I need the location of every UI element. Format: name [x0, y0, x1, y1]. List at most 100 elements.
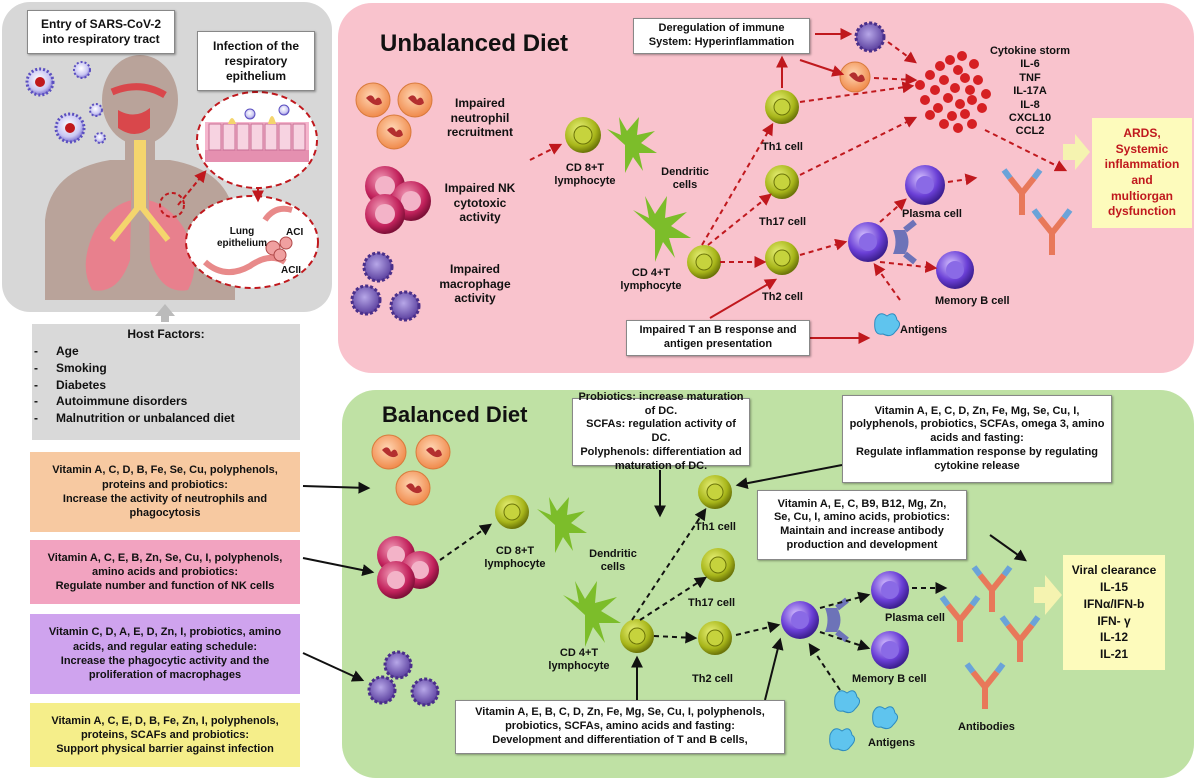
impaired-tb-line-2: antigen presentation	[663, 338, 773, 350]
virus-icons	[25, 61, 106, 144]
viral-il15: IL-15	[1099, 579, 1128, 594]
balanced-arrows	[302, 464, 1027, 701]
antigens-label-unbalanced: Antigens	[900, 324, 948, 336]
host-factor-item: -Malnutrition or unbalanced diet	[34, 411, 235, 426]
nk-line-2: cytotoxic	[453, 195, 507, 210]
host-factor-autoimmune: Autoimmune disorders	[56, 394, 188, 409]
probiotics-box: Probiotics: increase maturation of DC. S…	[572, 391, 750, 472]
dendritic-label-unbalanced: Dendritic cells	[650, 166, 720, 193]
vitamin-inflam-line-5: cytokine release	[934, 459, 1020, 472]
memory-b-cell-label-unbalanced: Memory B cell	[935, 295, 1010, 307]
th2-label-balanced: Th2 cell	[692, 673, 733, 685]
macrophage-cells-icon	[350, 251, 421, 322]
cytokine-cxcl10: CXCL10	[1008, 112, 1052, 125]
cd4-t-cell-icon-balanced	[620, 619, 654, 653]
dendritic-balanced-line-2: cells	[600, 561, 626, 574]
neutrophil-line-1: Impaired	[454, 96, 505, 110]
ards-line-4: and	[1131, 173, 1153, 187]
memory-b-cell-icon-unbalanced	[936, 251, 974, 289]
probiotics-line-1: Probiotics: increase maturation of DC.	[578, 390, 744, 417]
vitamin-inflam-line-3: acids and fasting:	[930, 432, 1024, 445]
cd4-t-cell-icon	[687, 245, 721, 279]
cd4-label-balanced: CD 4+T lymphocyte	[534, 647, 624, 674]
side-box-3-line-3: Increase the phagocytic activity and the	[60, 655, 270, 667]
cd4-balanced-line-2: lymphocyte	[548, 660, 610, 673]
th17-label-unbalanced: Th17 cell	[759, 216, 807, 228]
cd8-label-balanced: CD 8+T lymphocyte	[470, 545, 560, 572]
impaired-neutrophil-label: Impaired neutrophil recruitment	[425, 96, 535, 140]
cd8-line-2: lymphocyte	[554, 175, 616, 188]
cytokine-storm-label: Cytokine storm IL-6 TNF IL-17A IL-8 CXCL…	[982, 45, 1078, 139]
macrophage-line-1: Impaired	[449, 262, 500, 276]
vitamin-antibody-line-3: Maintain and increase antibody	[780, 525, 944, 537]
host-factors-title: Host Factors:	[127, 327, 205, 341]
antibody-icons-balanced	[939, 565, 1041, 709]
probiotics-line-2: SCFAs: regulation activity of DC.	[586, 418, 736, 444]
lung-epithelium-label: Lung epithelium	[212, 226, 272, 250]
side-box-4-line-3: Support physical barrier against infecti…	[56, 743, 274, 756]
th-cells-icon-balanced	[698, 475, 735, 655]
vitamin-antibody-line-2: Se, Cu, I, amino acids, probiotics:	[773, 511, 951, 524]
side-box-3-line-1: Vitamin C, D, A, E, D, Zn, I, probiotics…	[48, 626, 282, 639]
host-factor-malnutrition: Malnutrition or unbalanced diet	[56, 411, 235, 426]
lung-epithelium-icon	[185, 195, 319, 289]
th1-label-balanced: Th1 cell	[695, 521, 736, 533]
ards-line-6: dysfunction	[1108, 204, 1176, 219]
plasma-cell-icon-unbalanced	[905, 165, 945, 205]
antibody-icons-unbalanced	[1001, 168, 1073, 255]
entry-label-line-2: into respiratory tract	[42, 32, 160, 46]
cd4-label-unbalanced: CD 4+T lymphocyte	[606, 267, 696, 294]
infection-label-line-1: Infection of the	[213, 38, 299, 53]
vitamin-antibody-line-1: Vitamin A, E, C, B9, B12, Mg, Zn,	[777, 497, 947, 510]
neutrophil-line-2: neutrophil	[450, 110, 510, 125]
impaired-tb-box: Impaired T an B response and antigen pre…	[626, 320, 810, 356]
vitamin-tb-line-2: probiotics, SCFAs, amino acids and fasti…	[505, 720, 735, 733]
vitamin-inflam-line-2: polyphenols, probiotics, SCFAs, omega 3,…	[849, 418, 1105, 431]
entry-label-line-1: Entry of SARS-CoV-2	[40, 17, 161, 31]
respiratory-epithelium-icon	[196, 91, 318, 189]
host-factor-item: -Smoking	[34, 360, 107, 375]
cd8-label-unbalanced: CD 8+T lymphocyte	[540, 162, 630, 189]
th1-label-unbalanced: Th1 cell	[762, 141, 803, 153]
nk-cells-icon-balanced	[377, 536, 439, 599]
vitamin-inflam-line-4: Regulate inflammation response by regula…	[855, 445, 1099, 458]
vitamin-antibody-line-4: production and development	[786, 538, 938, 551]
unbalanced-arrows	[529, 28, 1068, 344]
impaired-macrophage-label: Impaired macrophage activity	[425, 262, 525, 306]
dendritic-line-1: Dendritic	[661, 166, 709, 178]
side-box-4-line-1: Vitamin A, C, E, D, B, Fe, Zn, I, polyph…	[51, 714, 279, 727]
balanced-diet-title: Balanced Diet	[382, 402, 528, 427]
impaired-tb-line-1: Impaired T an B response and	[639, 324, 797, 337]
cd4-balanced-line-1: CD 4+T	[559, 647, 599, 659]
impaired-nk-label: Impaired NK cytotoxic activity	[430, 181, 530, 225]
host-factor-item: -Age	[34, 344, 79, 358]
b-cell-icon-balanced	[781, 597, 849, 643]
side-box-2-line-2: amino acids and probiotics:	[91, 565, 239, 578]
antigen-icons-balanced	[829, 690, 899, 752]
viral-clearance-arrow	[1034, 575, 1062, 615]
cytokine-il8: IL-8	[1020, 98, 1040, 111]
ards-line-1: ARDS,	[1123, 126, 1161, 141]
host-factor-item: -Autoimmune disorders	[34, 394, 188, 409]
plasma-cell-label-unbalanced: Plasma cell	[902, 208, 962, 220]
inflammatory-cells-icon	[839, 21, 886, 93]
dendritic-line-2: cells	[672, 179, 698, 192]
probiotics-line-3: Polyphenols: differentiation ad	[580, 445, 742, 458]
side-box-1-line-1: Vitamin A, C, D, B, Fe, Se, Cu, polyphen…	[52, 464, 278, 477]
memory-b-cell-label-balanced: Memory B cell	[852, 673, 927, 685]
infection-label: Infection of the respiratory epithelium	[197, 31, 315, 91]
ards-line-5: multiorgan	[1111, 188, 1173, 203]
host-factors-content: Host Factors: -Age -Smoking -Diabetes -A…	[32, 327, 300, 427]
plasma-cell-label-balanced: Plasma cell	[885, 612, 945, 624]
ards-line-2: Systemic	[1115, 141, 1169, 156]
cd8-line-1: CD 8+T	[565, 162, 605, 174]
aci-label: ACI	[286, 227, 304, 238]
nk-cells-icon	[365, 166, 431, 234]
neutrophil-cells-icon	[355, 82, 433, 150]
dereg-line-1: Deregulation of immune	[658, 22, 785, 35]
probiotics-line-4: maturation of DC.	[614, 459, 708, 472]
dendritic-balanced-line-1: Dendritic	[589, 548, 637, 560]
viral-clearance-box: Viral clearance IL-15 IFNα/IFN-b IFN- γ …	[1063, 555, 1165, 670]
nk-line-1: Impaired NK	[444, 181, 516, 195]
viral-ifn-alpha: IFNα/IFN-b	[1083, 596, 1145, 611]
